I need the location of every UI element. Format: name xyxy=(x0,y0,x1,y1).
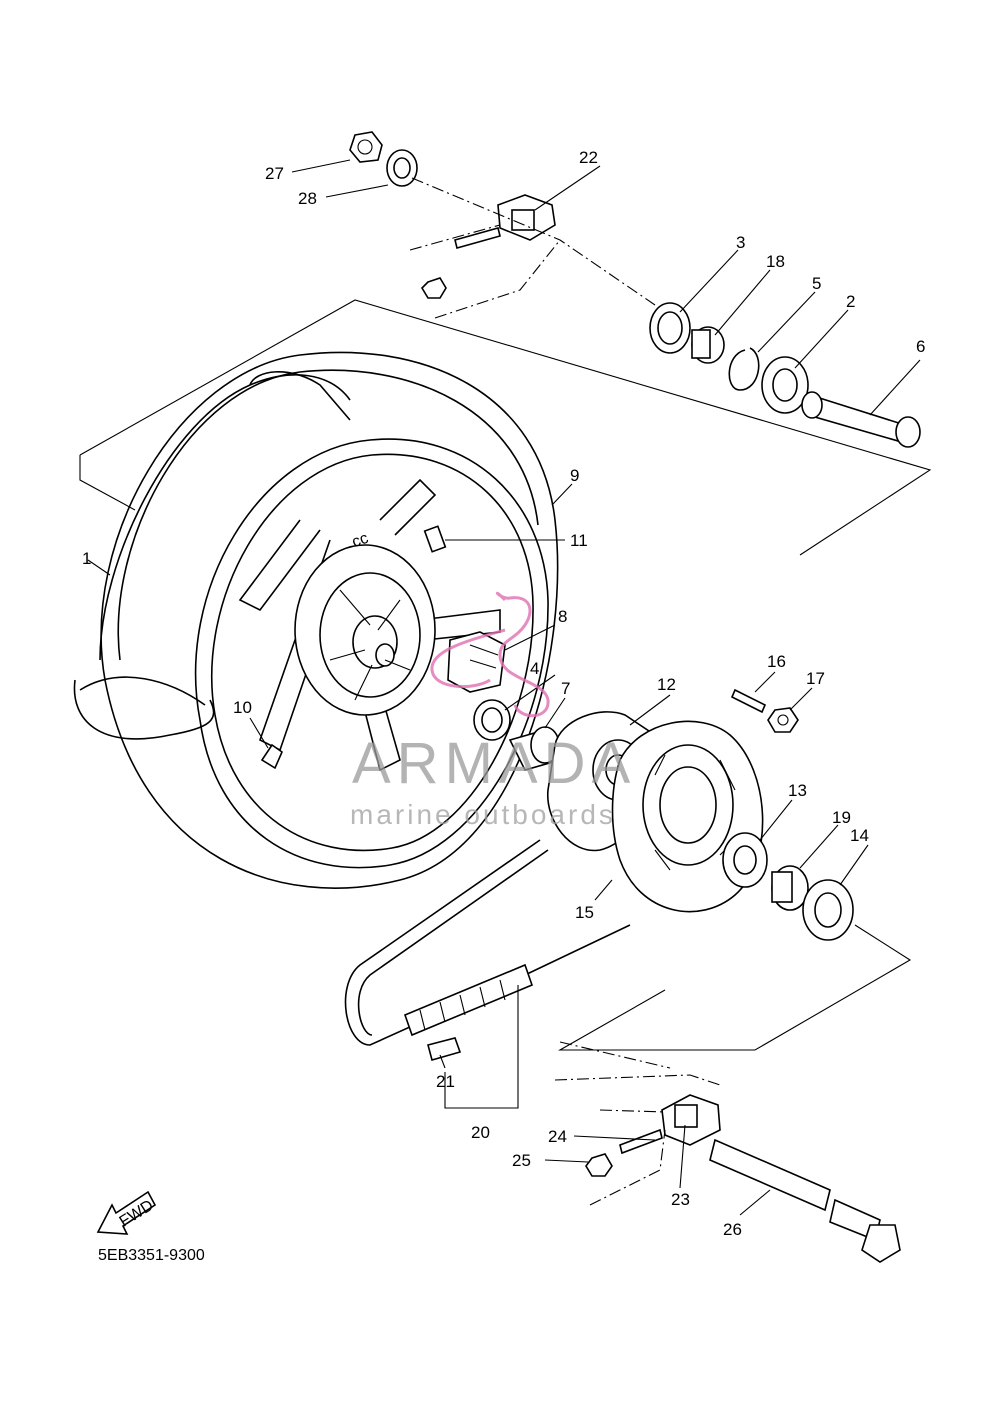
right-bearings xyxy=(722,832,854,941)
callout-15: 15 xyxy=(575,903,594,922)
callout-26: 26 xyxy=(723,1220,742,1239)
callout-7: 7 xyxy=(561,679,570,698)
drawing-code: 5EB3351-9300 xyxy=(98,1247,205,1264)
callout-11: 11 xyxy=(570,531,588,550)
callout-27: 27 xyxy=(265,164,284,183)
callout-1: 1 xyxy=(82,549,91,568)
svg-text:cc: cc xyxy=(350,530,371,551)
stud-and-nut xyxy=(730,688,799,733)
callout-13: 13 xyxy=(788,781,807,800)
callout-18: 18 xyxy=(766,252,785,271)
callout-5: 5 xyxy=(812,274,821,293)
callout-6: 6 xyxy=(916,337,925,356)
leader-lines xyxy=(87,159,921,1216)
callout-3: 3 xyxy=(736,233,745,252)
upper-adjuster xyxy=(349,131,656,319)
watermark-logo-icon xyxy=(430,591,550,718)
callout-19: 19 xyxy=(832,808,851,827)
lower-adjuster xyxy=(554,1041,721,1206)
callout-12: 12 xyxy=(657,675,676,694)
fwd-arrow-icon: FWD xyxy=(96,1190,157,1235)
rear-sprocket xyxy=(611,720,764,913)
callout-10: 10 xyxy=(233,698,252,717)
drive-chain xyxy=(344,839,631,1061)
rear-wheel: cc xyxy=(73,351,559,889)
callout-4: 4 xyxy=(530,659,539,678)
watermark: ARMADA marine outboards xyxy=(350,591,636,830)
callout-22: 22 xyxy=(579,148,598,167)
callout-23: 23 xyxy=(671,1190,690,1209)
callout-20: 20 xyxy=(471,1123,490,1142)
watermark-title: ARMADA xyxy=(352,731,636,796)
hub-parts xyxy=(447,631,562,771)
callout-17: 17 xyxy=(806,669,825,688)
callout-28: 28 xyxy=(298,189,317,208)
panel-outlines xyxy=(79,299,932,1051)
callout-21: 21 xyxy=(436,1072,455,1091)
callout-8: 8 xyxy=(558,607,567,626)
callout-14: 14 xyxy=(850,826,869,845)
callout-2: 2 xyxy=(846,292,855,311)
watermark-subtitle: marine outboards xyxy=(350,799,616,830)
axle-bearings xyxy=(649,302,921,448)
callout-9: 9 xyxy=(570,466,579,485)
callout-labels: 1 2 3 4 5 6 7 8 9 10 11 12 13 14 15 16 1… xyxy=(82,148,925,1239)
callout-25: 25 xyxy=(512,1151,531,1170)
callout-16: 16 xyxy=(767,652,786,671)
rear-axle xyxy=(709,1138,901,1263)
callout-24: 24 xyxy=(548,1127,567,1146)
